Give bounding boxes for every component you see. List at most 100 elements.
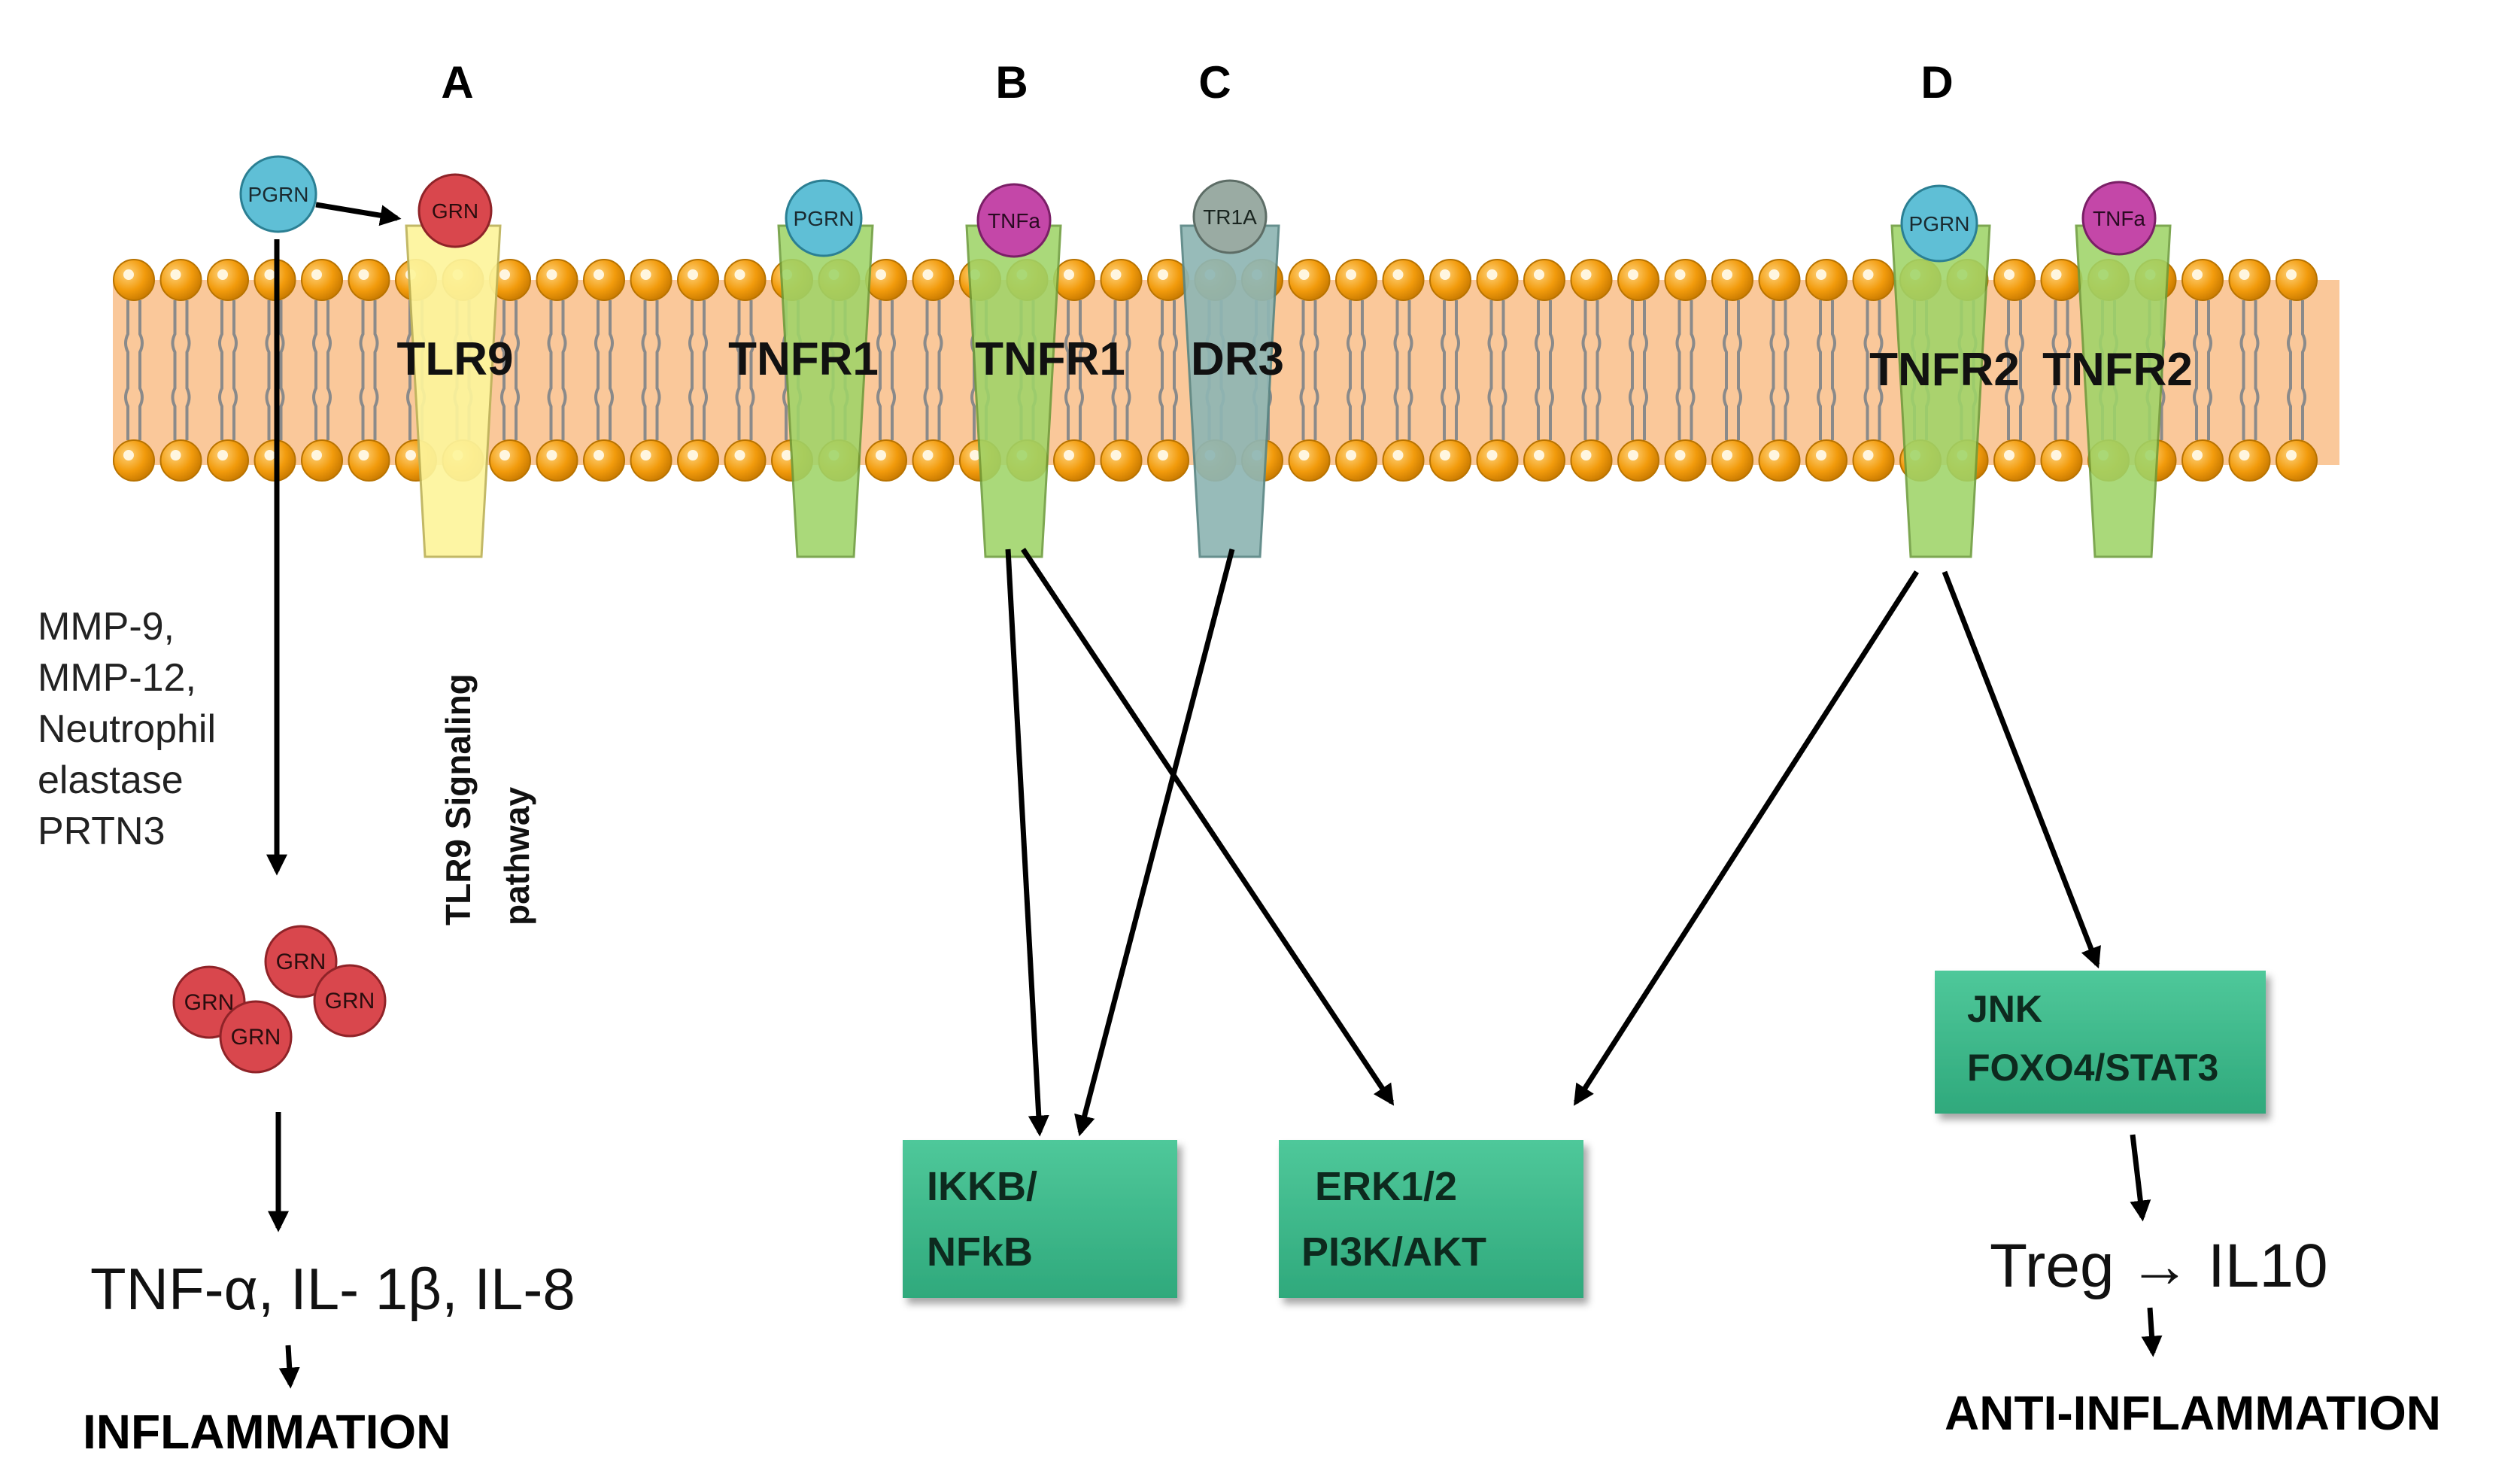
lipid-tail: [1393, 300, 1399, 370]
lipid-tail: [2239, 300, 2245, 370]
lipid-head-highlight: [123, 450, 134, 460]
lipid-head: [113, 259, 155, 301]
lipid-head-highlight: [1816, 269, 1826, 280]
pgrn-tnfr1-ligand: [785, 179, 863, 257]
lipid-head: [2181, 259, 2224, 301]
lipid-head-highlight: [2051, 450, 2062, 460]
lipid-tail: [2254, 370, 2260, 440]
grn-bound-ligand: [417, 173, 493, 248]
protease-line-1: MMP-9,: [38, 605, 175, 649]
lipid-tail: [1064, 300, 1070, 370]
lipid-tail: [124, 300, 129, 370]
lipid-tail: [1361, 300, 1366, 370]
lipid-head: [1429, 439, 1471, 482]
arrow-il10-to-antiinflammation: [2141, 1307, 2163, 1357]
lipid-tail: [1393, 370, 1399, 440]
lipid-head-highlight: [734, 269, 745, 280]
lipid-head: [1147, 439, 1189, 482]
lipid-head-highlight: [2286, 450, 2297, 460]
lipid-head-highlight: [264, 269, 275, 280]
lipid-head-highlight: [1816, 450, 1826, 460]
arrow-tnfr2-to-erk: [1573, 570, 1919, 1106]
lipid-tail: [171, 300, 177, 370]
arrow-tnfr2-to-jnk: [1942, 570, 2101, 969]
lipid-head-highlight: [970, 450, 980, 460]
lipid-head: [1570, 259, 1613, 301]
lipid-tail: [312, 370, 317, 440]
lipid-tail: [1111, 370, 1117, 440]
lipid-head-highlight: [1346, 450, 1356, 460]
lipid-head: [677, 259, 719, 301]
pgrn-free-ligand: [239, 155, 317, 233]
lipid-tail: [500, 300, 506, 370]
lipid-tail: [2254, 300, 2260, 370]
lipid-head: [912, 439, 955, 482]
lipid-head-highlight: [1158, 450, 1168, 460]
ikkb-line-2: NFkB: [927, 1229, 1033, 1275]
lipid-tail: [703, 370, 708, 440]
lipid-tail: [1878, 300, 1884, 370]
pgrn-tnfr1-label: PGRN: [794, 207, 855, 230]
arrow-cytokines-to-inflammation: [278, 1345, 300, 1389]
lipid-head-highlight: [1674, 450, 1686, 460]
grn-cluster-3-label: GRN: [325, 989, 375, 1014]
lipid-tail: [185, 370, 191, 440]
lipid-head: [1100, 259, 1143, 301]
lipid-head-highlight: [1486, 450, 1498, 460]
lipid-head: [724, 259, 767, 301]
lipid-tail: [1501, 370, 1507, 440]
lipid-head-highlight: [311, 450, 322, 460]
lipid-tail: [1629, 300, 1634, 370]
lipid-tail: [138, 300, 144, 370]
lipid-tail: [1441, 370, 1446, 440]
lipid-head-highlight: [1722, 269, 1732, 280]
jnk-box: JNK FOXO4/STAT3: [1935, 971, 2266, 1114]
lipid-head: [1288, 259, 1331, 301]
lipid-tail: [1125, 300, 1131, 370]
jnk-line-1: JNK: [1967, 988, 2042, 1030]
lipid-head: [583, 259, 625, 301]
lipid-head: [159, 439, 202, 482]
lipid-tail: [782, 370, 788, 440]
lipid-tail: [1111, 300, 1117, 370]
lipid-head: [1288, 439, 1331, 482]
lipid-head-highlight: [782, 450, 792, 460]
lipid-tail: [1595, 370, 1602, 440]
erk-line-2: PI3K/AKT: [1301, 1229, 1486, 1275]
lipid-head: [1711, 259, 1753, 301]
jnk-line-2: FOXO4/STAT3: [1967, 1047, 2218, 1089]
lipid-head-highlight: [2286, 269, 2297, 280]
lipid-tail: [1831, 370, 1836, 440]
lipid-tail: [1643, 370, 1648, 440]
lipid-tail: [1079, 370, 1084, 440]
lipid-tail: [2019, 300, 2024, 370]
lipid-tail: [232, 370, 238, 440]
tnfa-d-label: TNFa: [2093, 207, 2145, 230]
inflammation-label: INFLAMMATION: [83, 1405, 451, 1459]
lipid-tail: [1313, 370, 1319, 440]
lipid-tail: [373, 370, 379, 440]
lipid-head-highlight: [123, 269, 134, 280]
lipid-tail: [124, 370, 129, 440]
lipid-head-highlight: [876, 269, 886, 280]
arrow-jnk-to-treg: [2130, 1134, 2151, 1222]
lipid-tail: [735, 370, 741, 440]
lipid-head-highlight: [2192, 450, 2203, 460]
arrow-dr3-to-ikkb: [1074, 549, 1235, 1137]
lipid-head: [1993, 259, 2036, 301]
lipid-head-highlight: [1110, 450, 1122, 460]
lipid-tail: [688, 370, 694, 440]
lipid-head: [2040, 259, 2083, 301]
tlr9-pathway-label: TLR9 Signaling pathway: [439, 673, 536, 925]
pgrn-free-label: PGRN: [248, 183, 309, 206]
lipid-head-highlight: [2004, 269, 2014, 280]
tnfa-d-ligand: [2081, 181, 2157, 256]
anti-inflammation-label: ANTI-INFLAMMATION: [1945, 1386, 2441, 1440]
lipid-tail: [1784, 300, 1790, 370]
protease-list: MMP-9, MMP-12, Neutrophil elastase PRTN3: [38, 605, 216, 853]
lipid-head-highlight: [2051, 269, 2062, 280]
lipid-tail: [515, 370, 520, 440]
section-b-label: B: [995, 57, 1028, 108]
lipid-head-highlight: [1674, 269, 1686, 280]
lipid-tail: [1690, 300, 1696, 370]
